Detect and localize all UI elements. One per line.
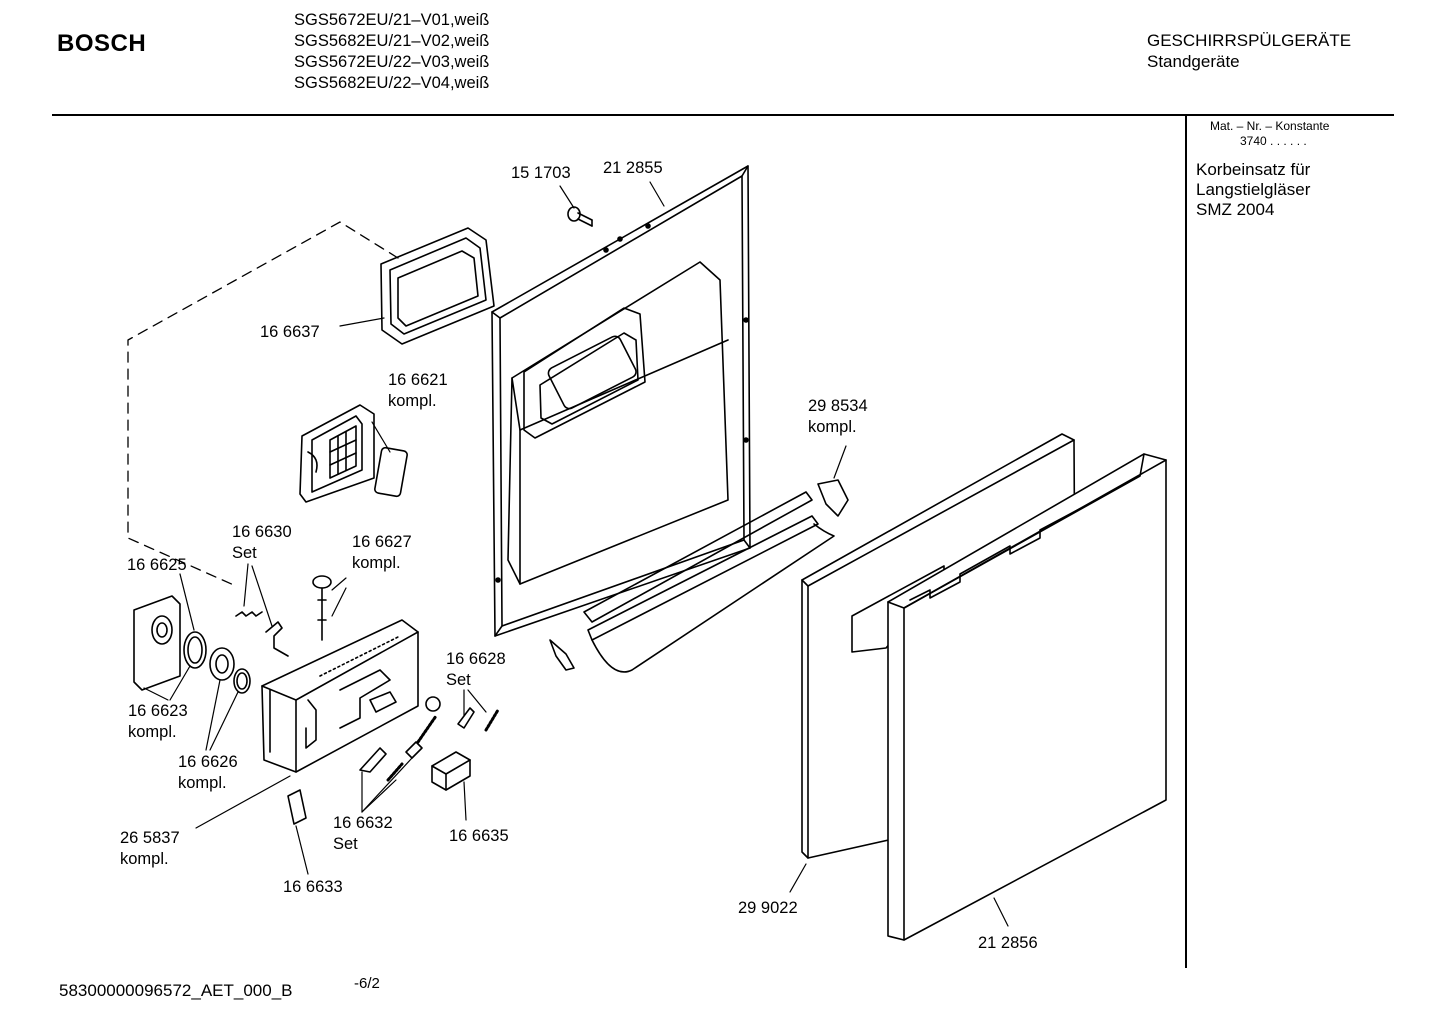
cover-clip — [287, 789, 307, 825]
material-value: 3740 . . . . . . — [1240, 134, 1307, 148]
latch-set — [359, 714, 438, 782]
part-label: 21 2856 — [978, 934, 1038, 952]
note-line: Langstielgläser — [1196, 180, 1311, 199]
door-seal-profile — [549, 479, 849, 673]
decor-panel — [887, 453, 1167, 941]
brand-logo: BOSCH — [57, 30, 147, 57]
note-line: SMZ 2004 — [1196, 200, 1275, 219]
seal-rings — [183, 631, 251, 694]
model-line: SGS5672EU/22–V03,weiß — [294, 53, 490, 71]
spring-set — [425, 696, 500, 732]
header-divider — [52, 114, 1394, 116]
material-header: Mat. – Nr. – Konstante — [1210, 119, 1330, 133]
assembly-dashed-line — [127, 221, 399, 587]
seal-frame — [380, 227, 495, 345]
part-label: 16 6633 — [283, 878, 343, 896]
lever-set — [235, 611, 289, 657]
model-list: SGS5672EU/21–V01,weiß SGS5682EU/21–V02,w… — [294, 10, 489, 94]
note-line: Korbeinsatz für — [1196, 160, 1311, 179]
sidebar-note: Korbeinsatz für Langstielgläser SMZ 2004 — [1196, 160, 1310, 220]
part-label: 29 9022 — [738, 899, 798, 917]
dispenser-lid — [299, 404, 408, 503]
part-label: 16 6635 — [449, 827, 509, 845]
page-number: -6/2 — [354, 975, 380, 992]
microswitch — [431, 751, 471, 791]
category: GESCHIRRSPÜLGERÄTE Standgeräte — [1147, 30, 1351, 72]
part-label: 16 6637 — [260, 323, 320, 341]
category-title: GESCHIRRSPÜLGERÄTE — [1147, 31, 1352, 50]
dispenser-cap — [133, 595, 181, 691]
model-line: SGS5672EU/21–V01,weiß — [294, 11, 490, 29]
document-id: 58300000096572_AET_000_B — [59, 981, 293, 1000]
dispenser-housing — [261, 619, 419, 773]
leader-lines — [143, 181, 1009, 927]
screw — [567, 206, 593, 227]
model-line: SGS5682EU/22–V04,weiß — [294, 74, 490, 92]
model-line: SGS5682EU/21–V02,weiß — [294, 32, 490, 50]
inner-door-panel — [491, 165, 751, 637]
part-label: 21 2855 — [603, 159, 663, 177]
sidebar-divider — [1185, 115, 1187, 968]
part-label: 15 1703 — [511, 164, 571, 182]
valve-pin — [312, 575, 332, 641]
category-subtitle: Standgeräte — [1147, 52, 1240, 71]
part-label: 16 6625 — [127, 556, 187, 574]
material-constant: Mat. – Nr. – Konstante 3740 . . . . . . — [1210, 119, 1329, 149]
